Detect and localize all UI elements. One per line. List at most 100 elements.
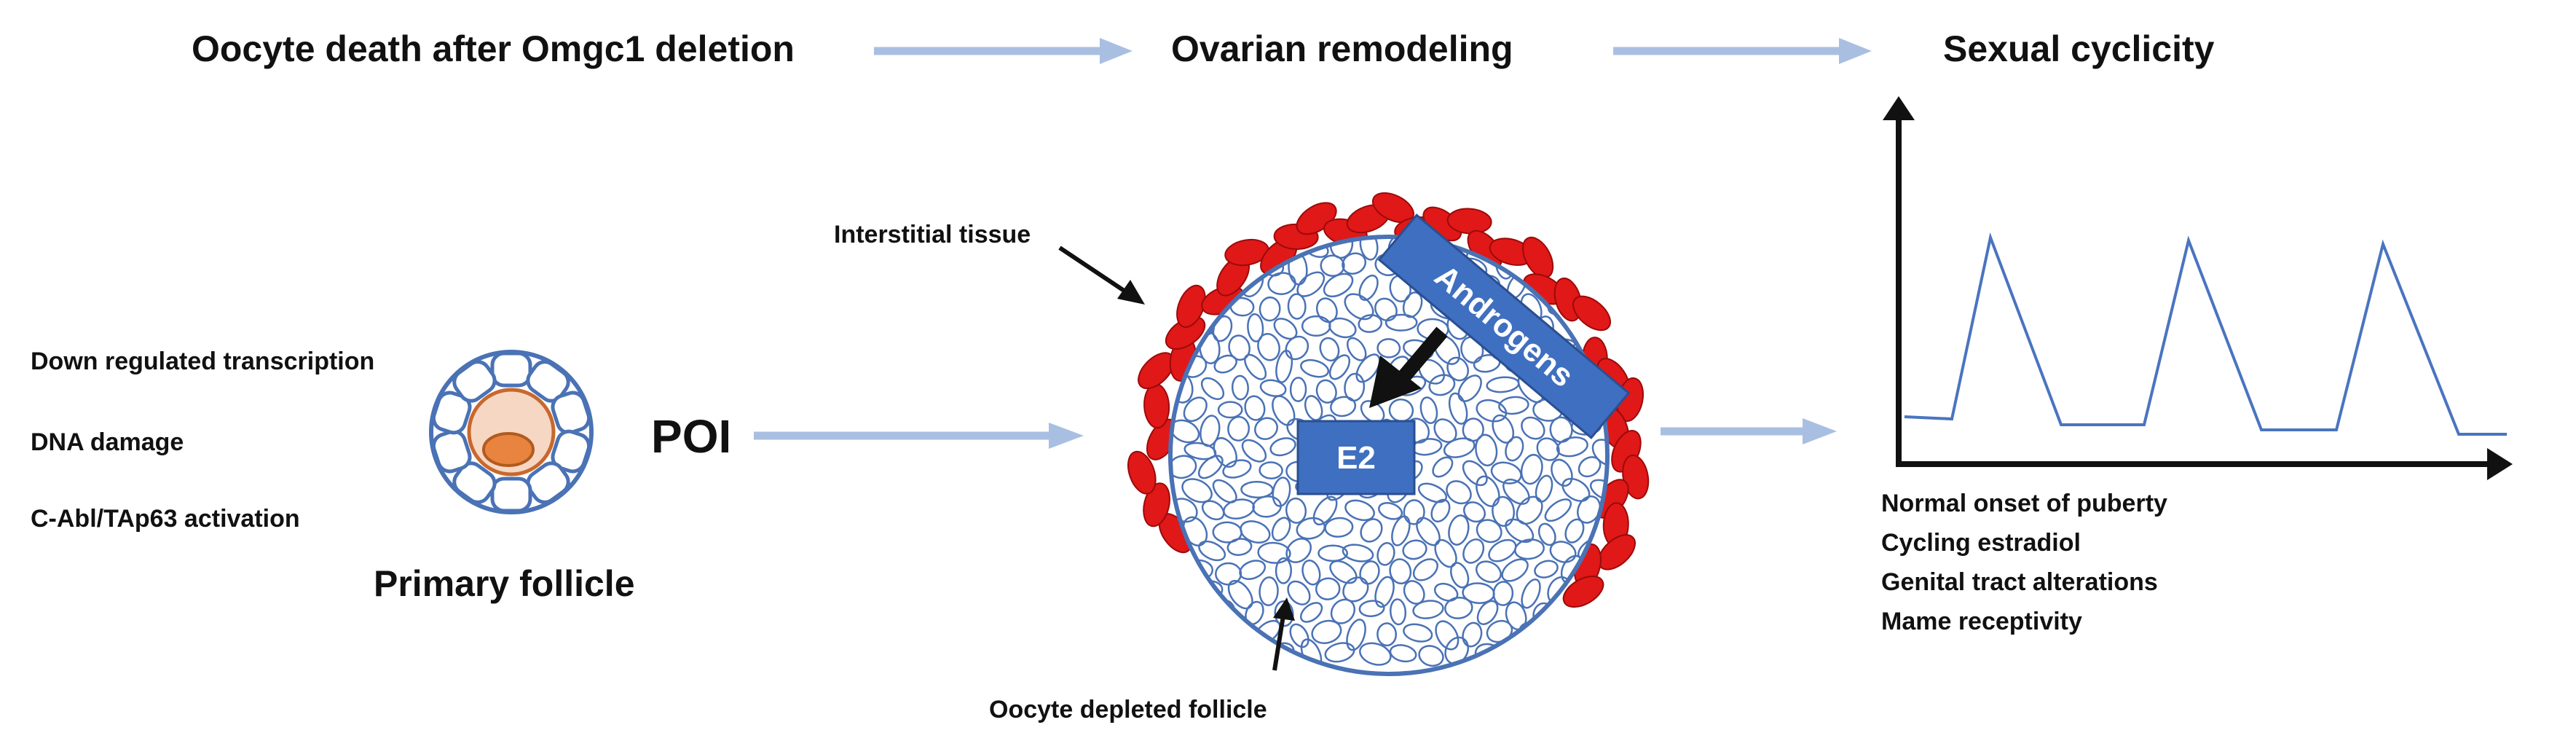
granulosa-cell <box>526 461 570 504</box>
ovary-cell <box>1241 439 1267 463</box>
ovary-cell <box>1287 293 1307 320</box>
ovary-cell <box>1287 580 1311 605</box>
granulosa-cell <box>452 461 497 504</box>
ovary-cell <box>1181 478 1213 503</box>
ovary-cell <box>1178 640 1212 662</box>
interstitial-cell <box>1143 482 1171 528</box>
estradiol-cycle-trace <box>1904 232 2507 436</box>
ovary-cell <box>1257 333 1280 361</box>
ovary-cell <box>1274 600 1294 627</box>
ovary-cell <box>1227 579 1253 610</box>
ovary-cell <box>1301 560 1321 586</box>
ovary-cell <box>1376 622 1398 647</box>
interstitial-tissue-label: Interstitial tissue <box>834 221 1031 248</box>
ovary-cell <box>1240 520 1271 544</box>
ovary-cell <box>1476 475 1500 507</box>
ovary-cell <box>1213 436 1237 468</box>
ovary-cell <box>1577 495 1602 524</box>
ovary-cell <box>1475 560 1502 584</box>
ovary-cell <box>1360 518 1383 543</box>
granulosa-cell <box>431 429 472 474</box>
ovary-cell <box>1324 642 1355 663</box>
granulosa-cell <box>490 351 532 388</box>
ovary-cell <box>1536 641 1555 668</box>
ovary-cell <box>1317 544 1349 562</box>
depleted-follicle-pointer-arrow <box>1272 597 1295 671</box>
header-arrow-2 <box>1613 38 1872 64</box>
ovary-cell <box>1589 479 1607 501</box>
ovary-cell <box>1259 461 1283 479</box>
ovary-cell <box>1289 377 1307 402</box>
ovary-cell <box>1244 395 1266 421</box>
ovary-cell <box>1457 374 1482 402</box>
ovary-cell <box>1544 498 1572 522</box>
ovary-cell <box>1320 254 1345 277</box>
ovary-cell <box>1416 517 1441 546</box>
ovary-cell <box>1359 237 1379 261</box>
ovary-cell <box>1412 558 1438 581</box>
granulosa-cell <box>551 391 591 435</box>
ovary-cell <box>1476 399 1508 423</box>
ovary-cell <box>1244 353 1267 380</box>
ovary-cell <box>1315 577 1341 600</box>
ovary-cell <box>1547 618 1572 646</box>
ovary-cell <box>1227 415 1250 442</box>
ovary-cell <box>1197 625 1229 644</box>
interstitial-cell <box>1127 450 1157 495</box>
ovary-cell <box>1342 544 1374 562</box>
ovary-cell <box>1239 640 1264 666</box>
ovary-cell <box>1563 237 1591 259</box>
ovary-cell <box>1324 517 1354 538</box>
ovary-cell <box>1328 317 1357 339</box>
ovary-cell <box>1259 576 1279 607</box>
ovary-cell <box>1170 579 1195 605</box>
ovary-cell <box>1520 453 1543 485</box>
ovary-cell <box>1272 477 1291 507</box>
header-step-oocyte-death: Oocyte death after Omgc1 deletion <box>192 28 795 69</box>
ovary-cell <box>1389 558 1412 584</box>
ovary-cell <box>1271 517 1291 541</box>
ovary-cell <box>1435 620 1460 651</box>
ovary-cell <box>1390 598 1407 626</box>
ovary-cell <box>1446 480 1472 505</box>
ovary-cell <box>1312 495 1338 526</box>
ovary-cell <box>1389 644 1417 663</box>
mechanism-item: Down regulated transcription <box>31 348 375 375</box>
ovary-cell <box>1319 337 1340 362</box>
ovary-cell <box>1358 274 1379 301</box>
ovary-cell <box>1463 501 1486 523</box>
cyclicity-axes <box>1883 96 2513 480</box>
granulosa-cell <box>452 360 497 403</box>
ovary-cell <box>1391 515 1411 546</box>
ovary-cell <box>1329 560 1358 584</box>
interstitial-pointer-arrow <box>1058 246 1145 305</box>
header-step-ovarian-remodeling: Ovarian remodeling <box>1171 28 1513 69</box>
ovary-cell <box>1505 436 1524 462</box>
ovary-cell <box>1342 576 1369 603</box>
ovary-cell <box>1315 379 1337 404</box>
ovary-cell <box>1580 618 1603 650</box>
ovary-cell <box>1328 354 1351 380</box>
ovary-cell <box>1428 374 1456 396</box>
ovary-cell <box>1561 636 1586 670</box>
ovary-cell <box>1492 495 1516 528</box>
ovary-cell <box>1536 437 1560 461</box>
primary-follicle-icon <box>429 350 594 514</box>
androgen-to-e2-arrow <box>1369 326 1448 408</box>
e2-label: E2 <box>1336 440 1376 476</box>
ovary-cell <box>1384 313 1418 332</box>
ovary-cell <box>1267 272 1296 295</box>
granulosa-cell <box>490 477 532 513</box>
ovary-cell <box>1170 455 1197 479</box>
ovary-cell <box>1200 377 1225 401</box>
ovary-cell <box>1521 416 1545 440</box>
ovary-cell <box>1402 539 1427 560</box>
ovary-cell <box>1300 358 1330 378</box>
ovary-cell <box>1344 293 1374 321</box>
e2-box: E2 <box>1296 420 1416 495</box>
ovary-cell <box>1492 581 1514 606</box>
ovary-cell <box>1229 297 1255 317</box>
ovary-cell <box>1252 495 1282 518</box>
ovary-cell <box>1498 396 1529 415</box>
ovary-cell <box>1198 540 1226 562</box>
